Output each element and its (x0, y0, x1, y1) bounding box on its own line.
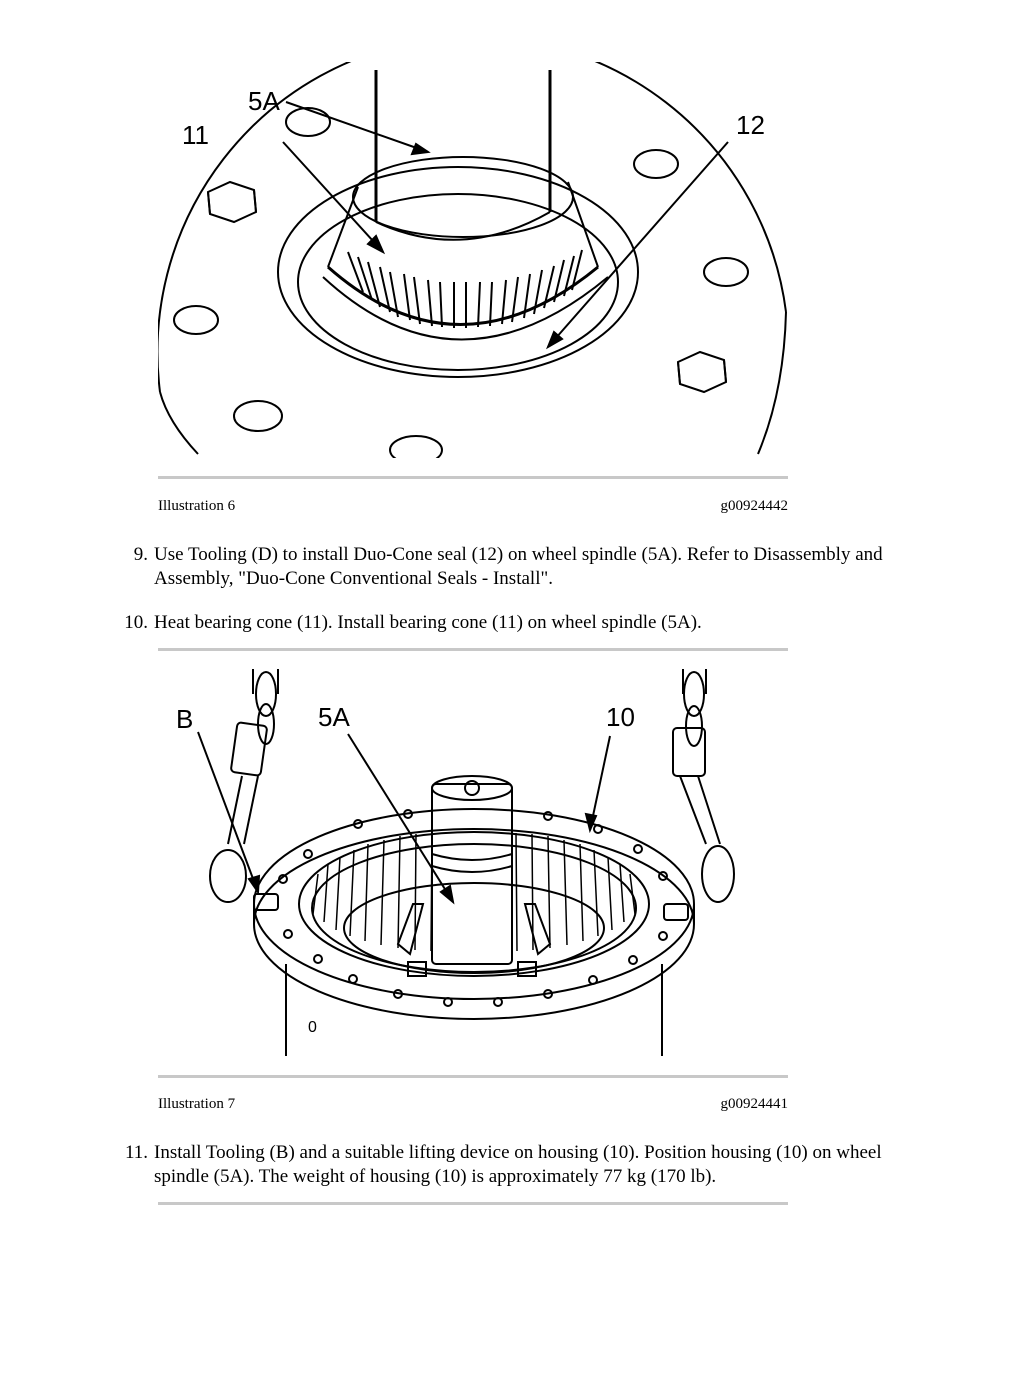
divider (158, 1202, 788, 1205)
callout-5a: 5A (318, 702, 350, 732)
illustration-label: Illustration 7 (158, 1096, 236, 1112)
callout-11: 11 (182, 120, 209, 150)
callout-5a: 5A (248, 86, 280, 116)
svg-text:0: 0 (308, 1019, 317, 1036)
step-9: 9. Use Tooling (D) to install Duo-Cone s… (110, 543, 930, 593)
illustration-7-drawing: 0 (158, 664, 788, 1056)
callout-12: 12 (736, 110, 765, 140)
callout-10: 10 (606, 702, 635, 732)
step-number: 11. (124, 1142, 148, 1163)
callout-b: B (176, 704, 193, 734)
step-text: Heat bearing cone (11). Install bearing … (154, 612, 702, 633)
step-11: 11. Install Tooling (B) and a suitable l… (110, 1141, 930, 1191)
illustration-label: Illustration 6 (158, 498, 236, 514)
illustration-6-drawing: 5A 11 12 (158, 62, 788, 458)
step-10: 10. Heat bearing cone (11). Install bear… (110, 611, 930, 637)
step-text: Use Tooling (D) to install Duo-Cone seal… (154, 544, 883, 589)
illustration-code: g00924441 (720, 1096, 789, 1112)
step-number: 10. (124, 612, 148, 633)
divider (158, 1075, 788, 1078)
divider (158, 648, 788, 651)
step-text: Install Tooling (B) and a suitable lifti… (154, 1142, 882, 1187)
illustration-code: g00924442 (720, 498, 789, 514)
divider (158, 476, 788, 479)
step-number: 9. (133, 544, 148, 565)
